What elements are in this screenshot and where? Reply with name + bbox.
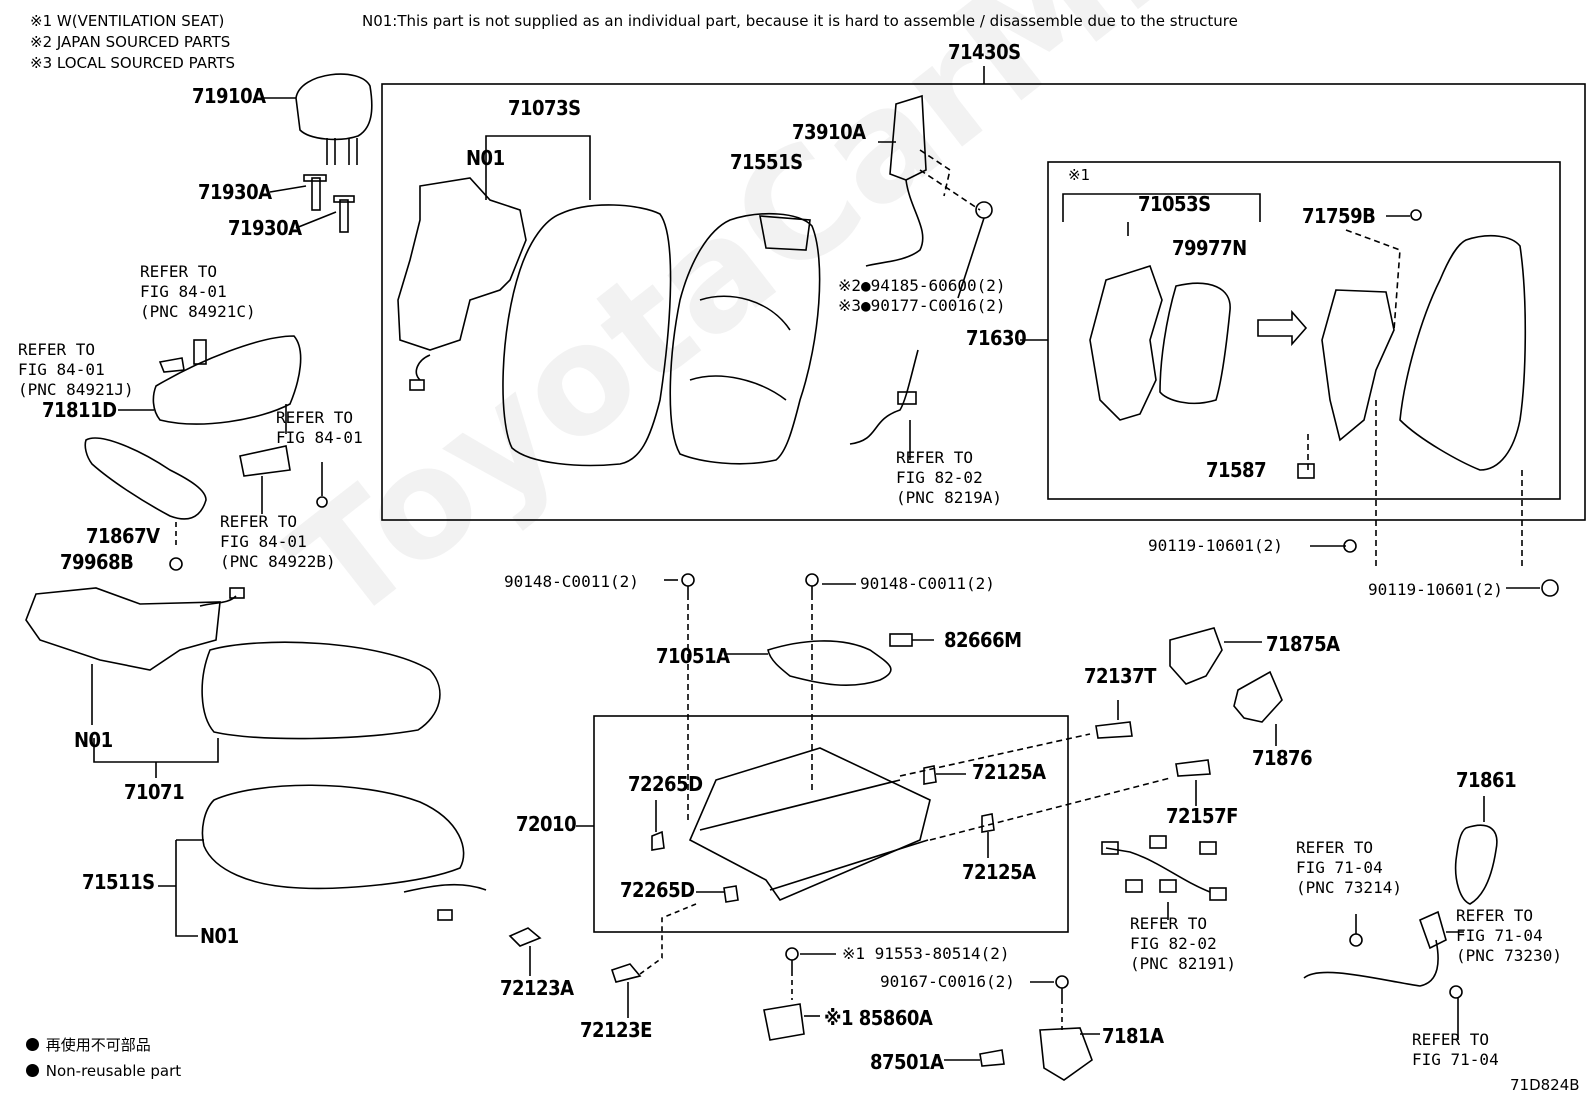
part-71051A[interactable]: 71051A: [656, 644, 730, 668]
note-ventilation: ※1 W(VENTILATION SEAT): [30, 12, 225, 30]
side-shield-shape: [152, 335, 302, 425]
part-94185-60600[interactable]: ※2●94185-60600(2): [838, 276, 1006, 295]
mark-ventilation: ※1: [1068, 166, 1091, 184]
part-71759B[interactable]: 71759B: [1302, 204, 1376, 228]
pad-79977N-shape: [1159, 282, 1231, 405]
headrest-shape: [295, 73, 373, 141]
part-71430S[interactable]: 71430S: [948, 40, 1021, 64]
back-pad-shape: [669, 212, 821, 465]
part-90177-C0016[interactable]: ※3●90177-C0016(2): [838, 296, 1006, 315]
part-85860A-shape: [763, 1003, 805, 1041]
part-72137T[interactable]: 72137T: [1084, 664, 1156, 688]
box-71630: [1047, 161, 1561, 500]
bullet-icon: [26, 1038, 39, 1051]
heater-shape: [889, 94, 927, 181]
part-72265D-upper[interactable]: 72265D: [628, 772, 703, 796]
part-71071[interactable]: 71071: [124, 780, 185, 804]
figure-code: 71D824B: [1510, 1076, 1580, 1094]
lumbar-shape: [1089, 265, 1163, 421]
part-90148-C0011-left[interactable]: 90148-C0011(2): [504, 572, 639, 591]
part-71587[interactable]: 71587: [1206, 458, 1267, 482]
legend-en: Non-reusable part: [26, 1064, 181, 1079]
part-71875A-shape: [1169, 627, 1223, 685]
part-71930A-lower[interactable]: 71930A: [228, 216, 302, 240]
cushion-cover-shape: [201, 641, 441, 740]
part-71861[interactable]: 71861: [1456, 768, 1517, 792]
part-71876[interactable]: 71876: [1252, 746, 1313, 770]
panel-71867V-shape: [84, 437, 207, 520]
part-91553-80514[interactable]: ※1 91553-80514(2): [842, 944, 1010, 963]
part-79968B[interactable]: 79968B: [60, 550, 134, 574]
part-71053S[interactable]: 71053S: [1138, 192, 1211, 216]
note-n01: N01:This part is not supplied as an indi…: [362, 12, 1238, 30]
part-7181A[interactable]: 7181A: [1102, 1024, 1164, 1048]
part-71551S[interactable]: 71551S: [730, 150, 803, 174]
harness-71051A-shape: [767, 640, 892, 687]
part-71073S[interactable]: 71073S: [508, 96, 581, 120]
part-73910A[interactable]: 73910A: [792, 120, 866, 144]
n01-cushion-pad[interactable]: N01: [200, 924, 239, 948]
part-90167-C0016[interactable]: 90167-C0016(2): [880, 972, 1015, 991]
note-local-sourced: ※3 LOCAL SOURCED PARTS: [30, 54, 235, 72]
part-90148-C0011-right[interactable]: 90148-C0011(2): [860, 574, 995, 593]
part-72123A[interactable]: 72123A: [500, 976, 574, 1000]
part-71875A[interactable]: 71875A: [1266, 632, 1340, 656]
back-cover-shape: [502, 204, 672, 467]
n01-cushion-heater[interactable]: N01: [74, 728, 113, 752]
part-71630[interactable]: 71630: [966, 326, 1027, 350]
part-71511S[interactable]: 71511S: [82, 870, 155, 894]
part-72265D-lower[interactable]: 72265D: [620, 878, 695, 902]
back-board-shape: [397, 177, 527, 351]
part-72125A-lower[interactable]: 72125A: [962, 860, 1036, 884]
cushion-pad-shape: [201, 784, 465, 890]
part-90119-10601-lower[interactable]: 90119-10601(2): [1368, 580, 1503, 599]
part-71930A-upper[interactable]: 71930A: [198, 180, 272, 204]
part-90119-10601-upper[interactable]: 90119-10601(2): [1148, 536, 1283, 555]
part-72125A-upper[interactable]: 72125A: [972, 760, 1046, 784]
cushion-heater-shape: [25, 587, 221, 671]
part-72123E[interactable]: 72123E: [580, 1018, 652, 1042]
n01-backboard[interactable]: N01: [466, 146, 505, 170]
legend-jp: 再使用不可部品: [26, 1038, 151, 1053]
part-71876-shape: [1233, 670, 1283, 723]
part-72010[interactable]: 72010: [516, 812, 577, 836]
seat-adjuster-shape: [688, 747, 931, 901]
part-7181A-shape: [1039, 1027, 1093, 1081]
box-72010: [593, 715, 1069, 933]
part-71861-shape: [1454, 824, 1498, 905]
part-71867V[interactable]: 71867V: [86, 524, 160, 548]
bracket-71759B-shape: [1321, 289, 1395, 442]
part-72157F[interactable]: 72157F: [1166, 804, 1238, 828]
part-71811D[interactable]: 71811D: [42, 398, 117, 422]
part-79977N[interactable]: 79977N: [1172, 236, 1247, 260]
back-frame-shape: [1399, 234, 1527, 471]
note-japan-sourced: ※2 JAPAN SOURCED PARTS: [30, 33, 231, 51]
bullet-icon: [26, 1064, 39, 1077]
part-82666M[interactable]: 82666M: [944, 628, 1022, 652]
part-71910A[interactable]: 71910A: [192, 84, 266, 108]
part-85860A[interactable]: ※1 85860A: [824, 1006, 933, 1030]
part-87501A[interactable]: 87501A: [870, 1050, 944, 1074]
